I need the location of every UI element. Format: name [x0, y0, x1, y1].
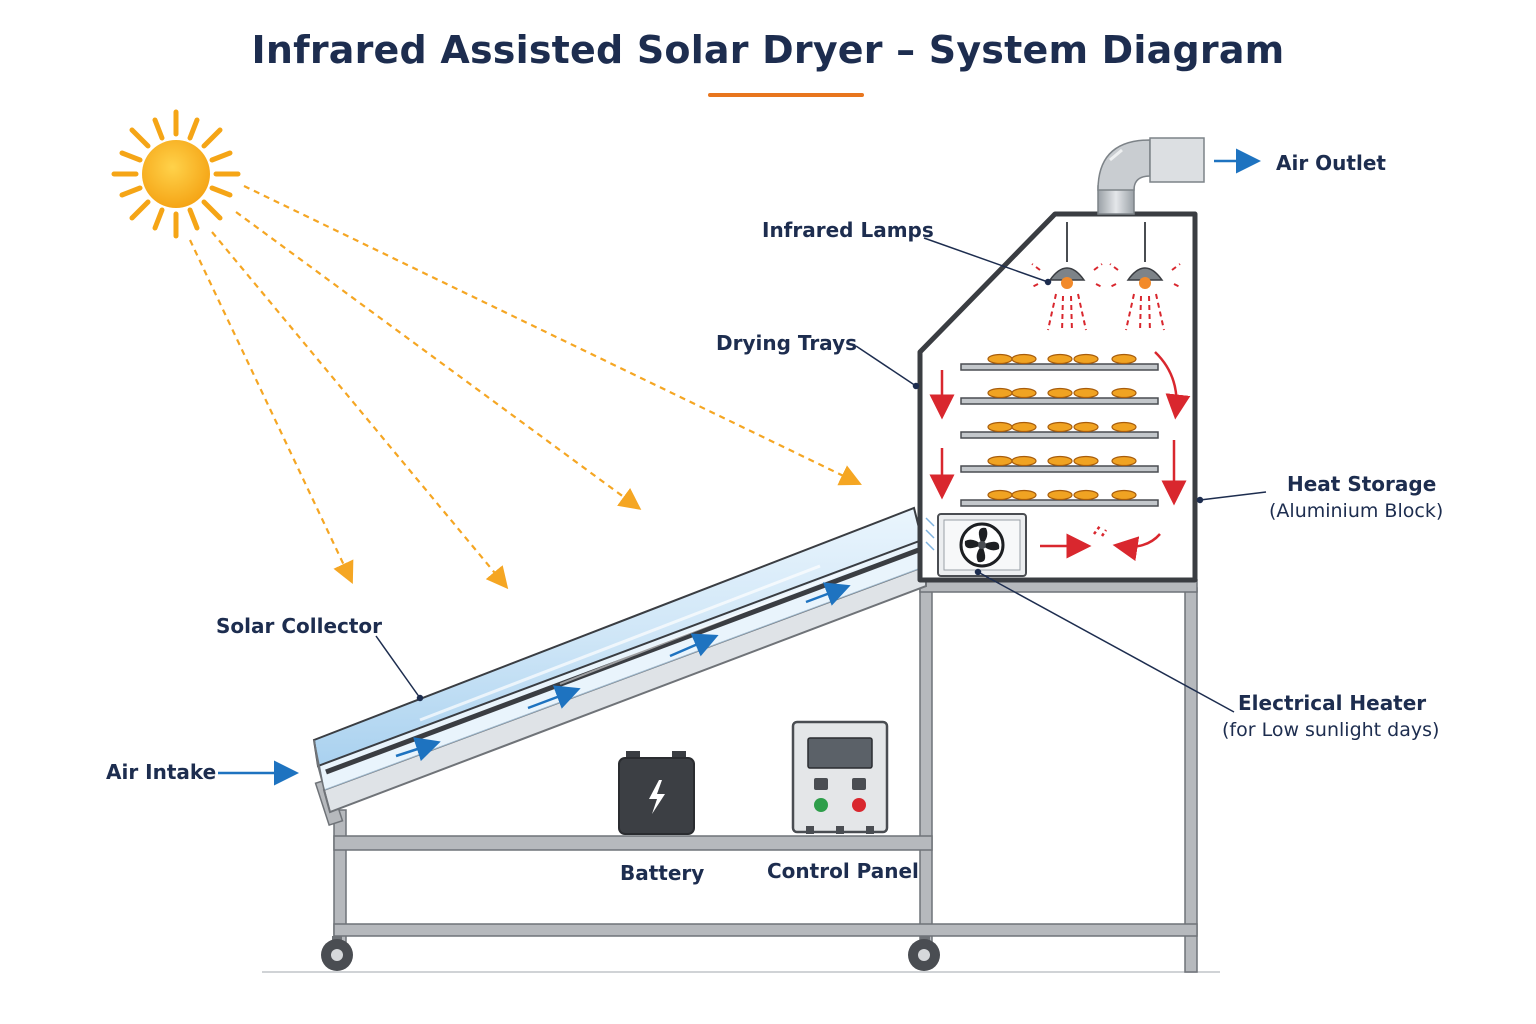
hot-air-flow — [929, 351, 1191, 562]
product-slice — [1047, 387, 1073, 399]
label-heat-storage-sub: (Aluminium Block) — [1269, 500, 1444, 522]
product-slice — [1011, 489, 1037, 501]
sun-ray — [211, 231, 509, 590]
lightning-icon — [649, 780, 665, 814]
fan-icon — [959, 522, 1005, 568]
label-drying-trays: Drying Trays — [716, 331, 858, 355]
product-slice — [1011, 421, 1037, 433]
page-title: Infrared Assisted Solar Dryer – System D… — [251, 28, 1285, 72]
product-slice — [1111, 421, 1137, 433]
tray — [960, 363, 1159, 371]
product-slice — [1073, 421, 1099, 433]
label-air-outlet: Air Outlet — [1276, 151, 1386, 175]
tray — [960, 499, 1159, 507]
sun-ray — [243, 185, 862, 486]
arrow-right-icon — [669, 633, 719, 658]
wheel-icon — [321, 936, 353, 971]
arrow-right-icon — [527, 685, 581, 710]
product-slice — [1111, 387, 1137, 399]
air-outlet-pipe — [1097, 137, 1205, 215]
product-slice — [1111, 489, 1137, 501]
label-air-intake: Air Intake — [106, 760, 217, 784]
tray — [960, 465, 1159, 473]
tray — [960, 397, 1159, 405]
product-slice — [987, 353, 1013, 365]
sun-rays — [189, 185, 862, 590]
battery — [618, 751, 695, 835]
electrical-heater — [925, 513, 1027, 577]
sun-ray — [189, 239, 354, 584]
tray — [960, 431, 1159, 439]
drying-trays — [960, 353, 1159, 507]
label-infrared-lamps: Infrared Lamps — [762, 218, 934, 242]
product-slice — [1011, 387, 1037, 399]
product-slice — [1073, 387, 1099, 399]
arrow-right-icon — [395, 737, 441, 762]
product-slice — [1047, 489, 1073, 501]
product-slice — [1011, 455, 1037, 467]
product-slice — [1073, 489, 1099, 501]
arrow-right-icon — [805, 582, 851, 606]
airflow-arrows — [395, 582, 851, 762]
product-slice — [1047, 421, 1073, 433]
label-solar-collector: Solar Collector — [216, 614, 383, 638]
label-control-panel: Control Panel — [767, 859, 919, 883]
product-slice — [1011, 353, 1037, 365]
label-heat-storage: Heat Storage — [1287, 472, 1437, 496]
wheel-icon — [908, 936, 940, 971]
sun-icon — [111, 109, 241, 239]
lamp-icon — [1107, 222, 1183, 333]
product-slice — [1111, 455, 1137, 467]
leader-lines — [375, 237, 1267, 713]
product-slice — [1047, 455, 1073, 467]
product-slice — [1073, 455, 1099, 467]
product-slice — [987, 489, 1013, 501]
sun-ray — [235, 211, 642, 510]
product-slice — [1047, 353, 1073, 365]
lamp-icon — [1029, 222, 1105, 333]
title-underline — [708, 93, 864, 97]
product-slice — [1111, 353, 1137, 365]
control-panel — [791, 720, 889, 834]
support-frame — [314, 579, 1198, 973]
product-slice — [987, 421, 1013, 433]
label-electrical-heater: Electrical Heater — [1238, 691, 1427, 715]
product-slice — [987, 455, 1013, 467]
product-slice — [987, 387, 1013, 399]
label-electrical-heater-sub: (for Low sunlight days) — [1222, 719, 1440, 741]
product-slice — [1073, 353, 1099, 365]
solar-collector — [312, 506, 927, 814]
label-battery: Battery — [620, 861, 705, 885]
